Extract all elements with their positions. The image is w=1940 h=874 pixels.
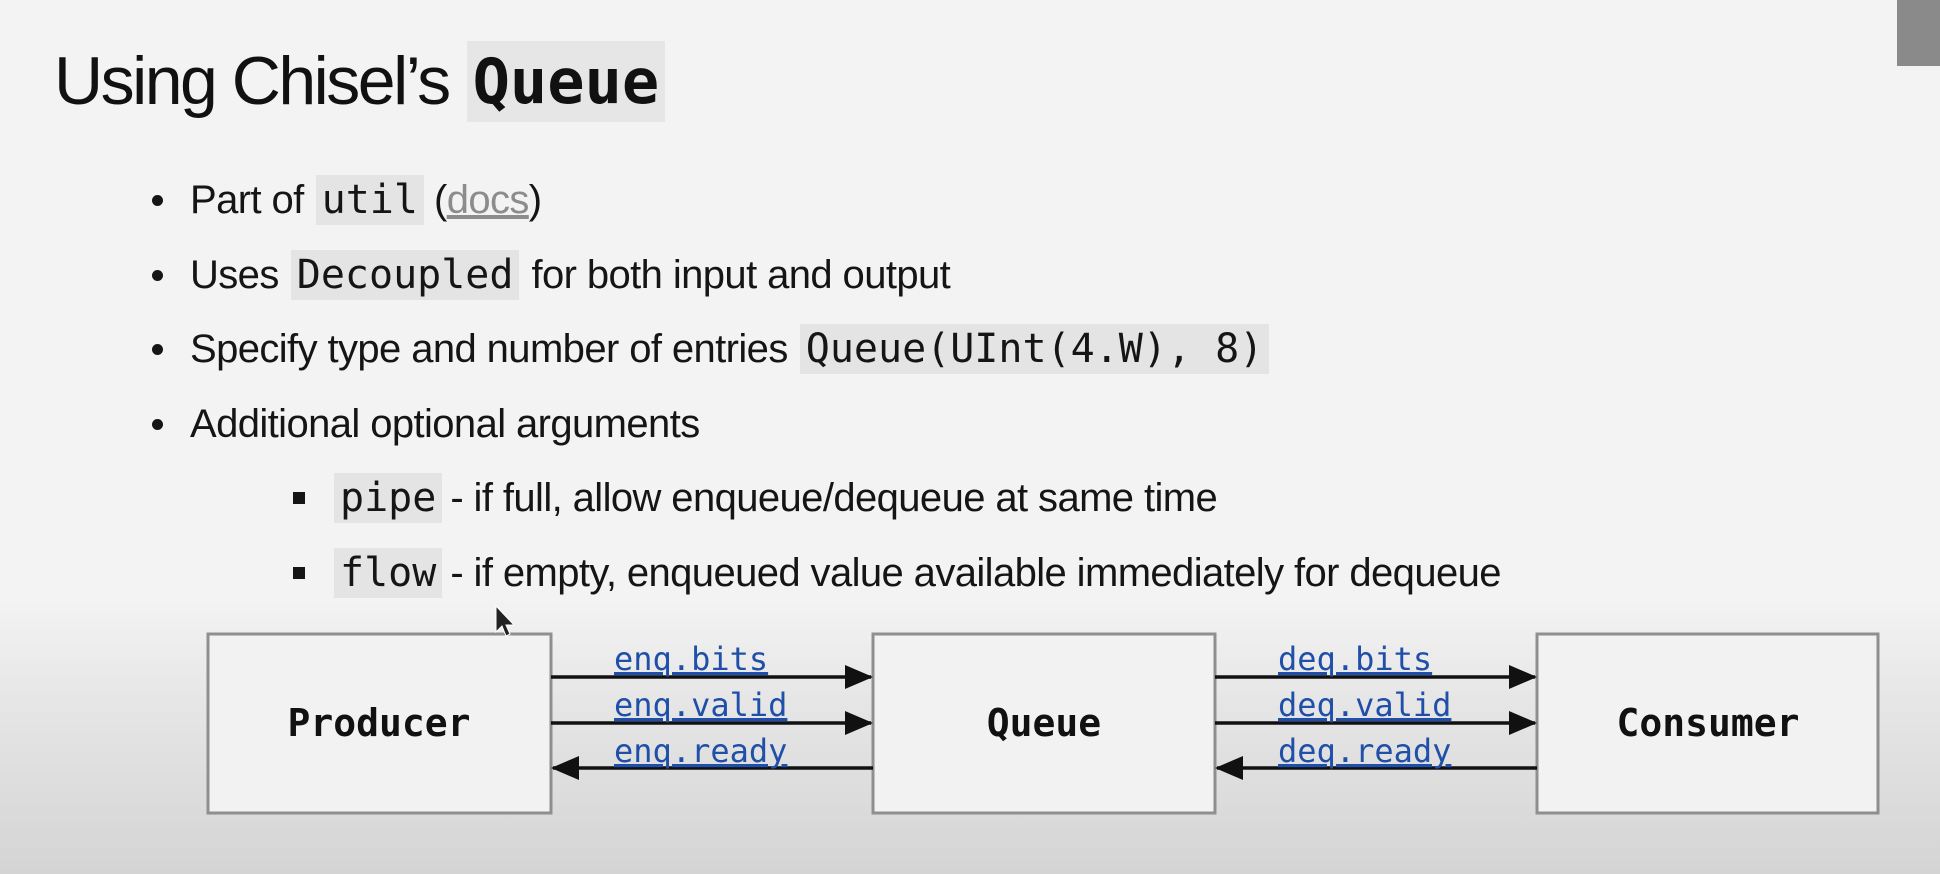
title-code: Queue xyxy=(466,40,666,122)
corner-tab xyxy=(1897,0,1940,66)
bullet-dot xyxy=(152,270,163,281)
bullet-text: Part of xyxy=(190,177,304,222)
subbullet-text: - if full, allow enqueue/dequeue at same… xyxy=(450,475,1218,520)
bullet-optional: Additional optional arguments xyxy=(152,396,700,452)
bullet-dot xyxy=(152,195,163,206)
producer-box xyxy=(206,632,553,815)
bullet-list: Part of util ( docs ) Uses Decoupled for… xyxy=(152,172,1502,601)
code-chip: flow xyxy=(334,548,443,598)
deq-valid-label: deq.valid xyxy=(1278,686,1451,724)
code-chip: Decoupled xyxy=(290,250,520,300)
producer-label: Producer xyxy=(287,701,470,745)
subbullet-pipe: pipe - if full, allow enqueue/dequeue at… xyxy=(293,470,1218,526)
subbullet-text: - if empty, enqueued value available imm… xyxy=(450,550,1501,595)
bullet-square xyxy=(293,567,305,579)
consumer-label: Consumer xyxy=(1616,701,1799,745)
bullet-dot xyxy=(152,419,163,430)
bullet-square xyxy=(293,492,305,504)
title-text: Using Chisel’s xyxy=(54,43,451,119)
deq-bits-label: deq.bits xyxy=(1278,640,1432,678)
bullet-util: Part of util ( docs ) xyxy=(152,172,542,228)
bullet-dot xyxy=(152,344,163,355)
bullet-specify: Specify type and number of entries Queue… xyxy=(152,321,1273,377)
consumer-box xyxy=(1535,632,1880,815)
docs-link[interactable]: docs xyxy=(446,177,530,222)
bullet-text: Specify type and number of entries xyxy=(190,326,788,371)
bullet-text: Additional optional arguments xyxy=(190,401,700,446)
paren-open: ( xyxy=(433,177,447,222)
deq-ready-label: deq.ready xyxy=(1278,732,1451,770)
slide-title: Using Chisel’s Queue xyxy=(54,38,666,124)
queue-box xyxy=(871,632,1217,815)
queue-label: Queue xyxy=(987,701,1101,745)
enq-ready-label: enq.ready xyxy=(614,732,787,770)
paren-close: ) xyxy=(528,177,542,222)
subbullet-flow: flow - if empty, enqueued value availabl… xyxy=(293,545,1502,601)
bullet-decoupled: Uses Decoupled for both input and output xyxy=(152,247,951,303)
enq-valid-label: enq.valid xyxy=(614,686,787,724)
enq-bits-label: enq.bits xyxy=(614,640,768,678)
code-chip: Queue(UInt(4.W), 8) xyxy=(799,324,1270,374)
code-chip: util xyxy=(315,175,424,225)
code-chip: pipe xyxy=(334,473,443,523)
bullet-text: Uses xyxy=(190,252,279,297)
mouse-cursor-icon xyxy=(495,604,516,637)
bullet-text: for both input and output xyxy=(531,252,951,297)
